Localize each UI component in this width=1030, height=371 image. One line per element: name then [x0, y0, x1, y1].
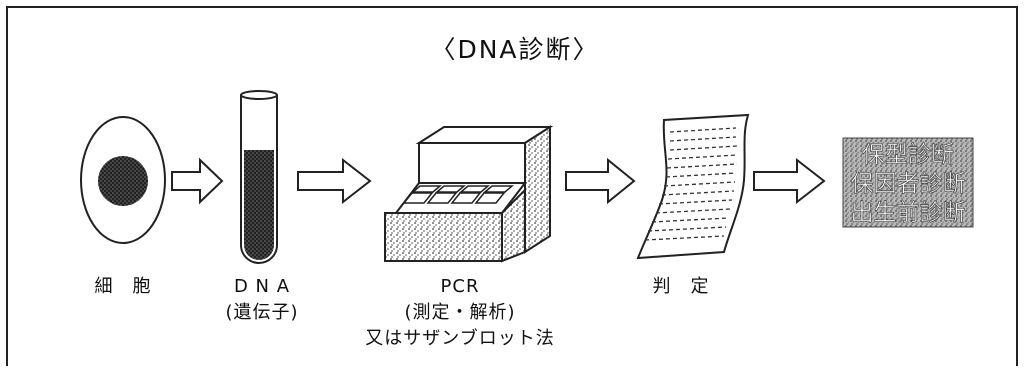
step-label-cell: 細 胞 [94, 276, 152, 297]
arrow-judgment-to-results [753, 157, 826, 205]
step-label-pcr: PCR [440, 276, 480, 297]
pcr-machine-illustration [384, 125, 554, 263]
step-sublabel-pcr-alt: 又はサザンブロット法 [365, 328, 555, 349]
result-sheet-illustration [636, 113, 750, 260]
cell-illustration [80, 116, 166, 244]
arrow-pcr-to-judgment [565, 157, 636, 205]
test-tube-illustration [240, 90, 278, 264]
result-item-3: 出生前診断 [851, 200, 966, 226]
results-text: 保型診断 保因者診断 出生前診断 [850, 142, 966, 227]
result-item-1: 保型診断 [862, 142, 954, 168]
results-box [842, 137, 974, 228]
result-item-2: 保因者診断 [851, 171, 966, 197]
step-label-judgment: 判 定 [652, 276, 710, 297]
diagram-title: 〈DNA診断〉 [430, 35, 600, 64]
arrow-cell-to-dna [171, 157, 224, 205]
step-label-dna: D N A [233, 276, 291, 297]
step-sublabel-pcr: (測定・解析) [404, 302, 516, 323]
step-sublabel-dna: (遺伝子) [225, 302, 299, 323]
arrow-dna-to-pcr [297, 157, 372, 205]
diagram-frame [6, 6, 1018, 366]
